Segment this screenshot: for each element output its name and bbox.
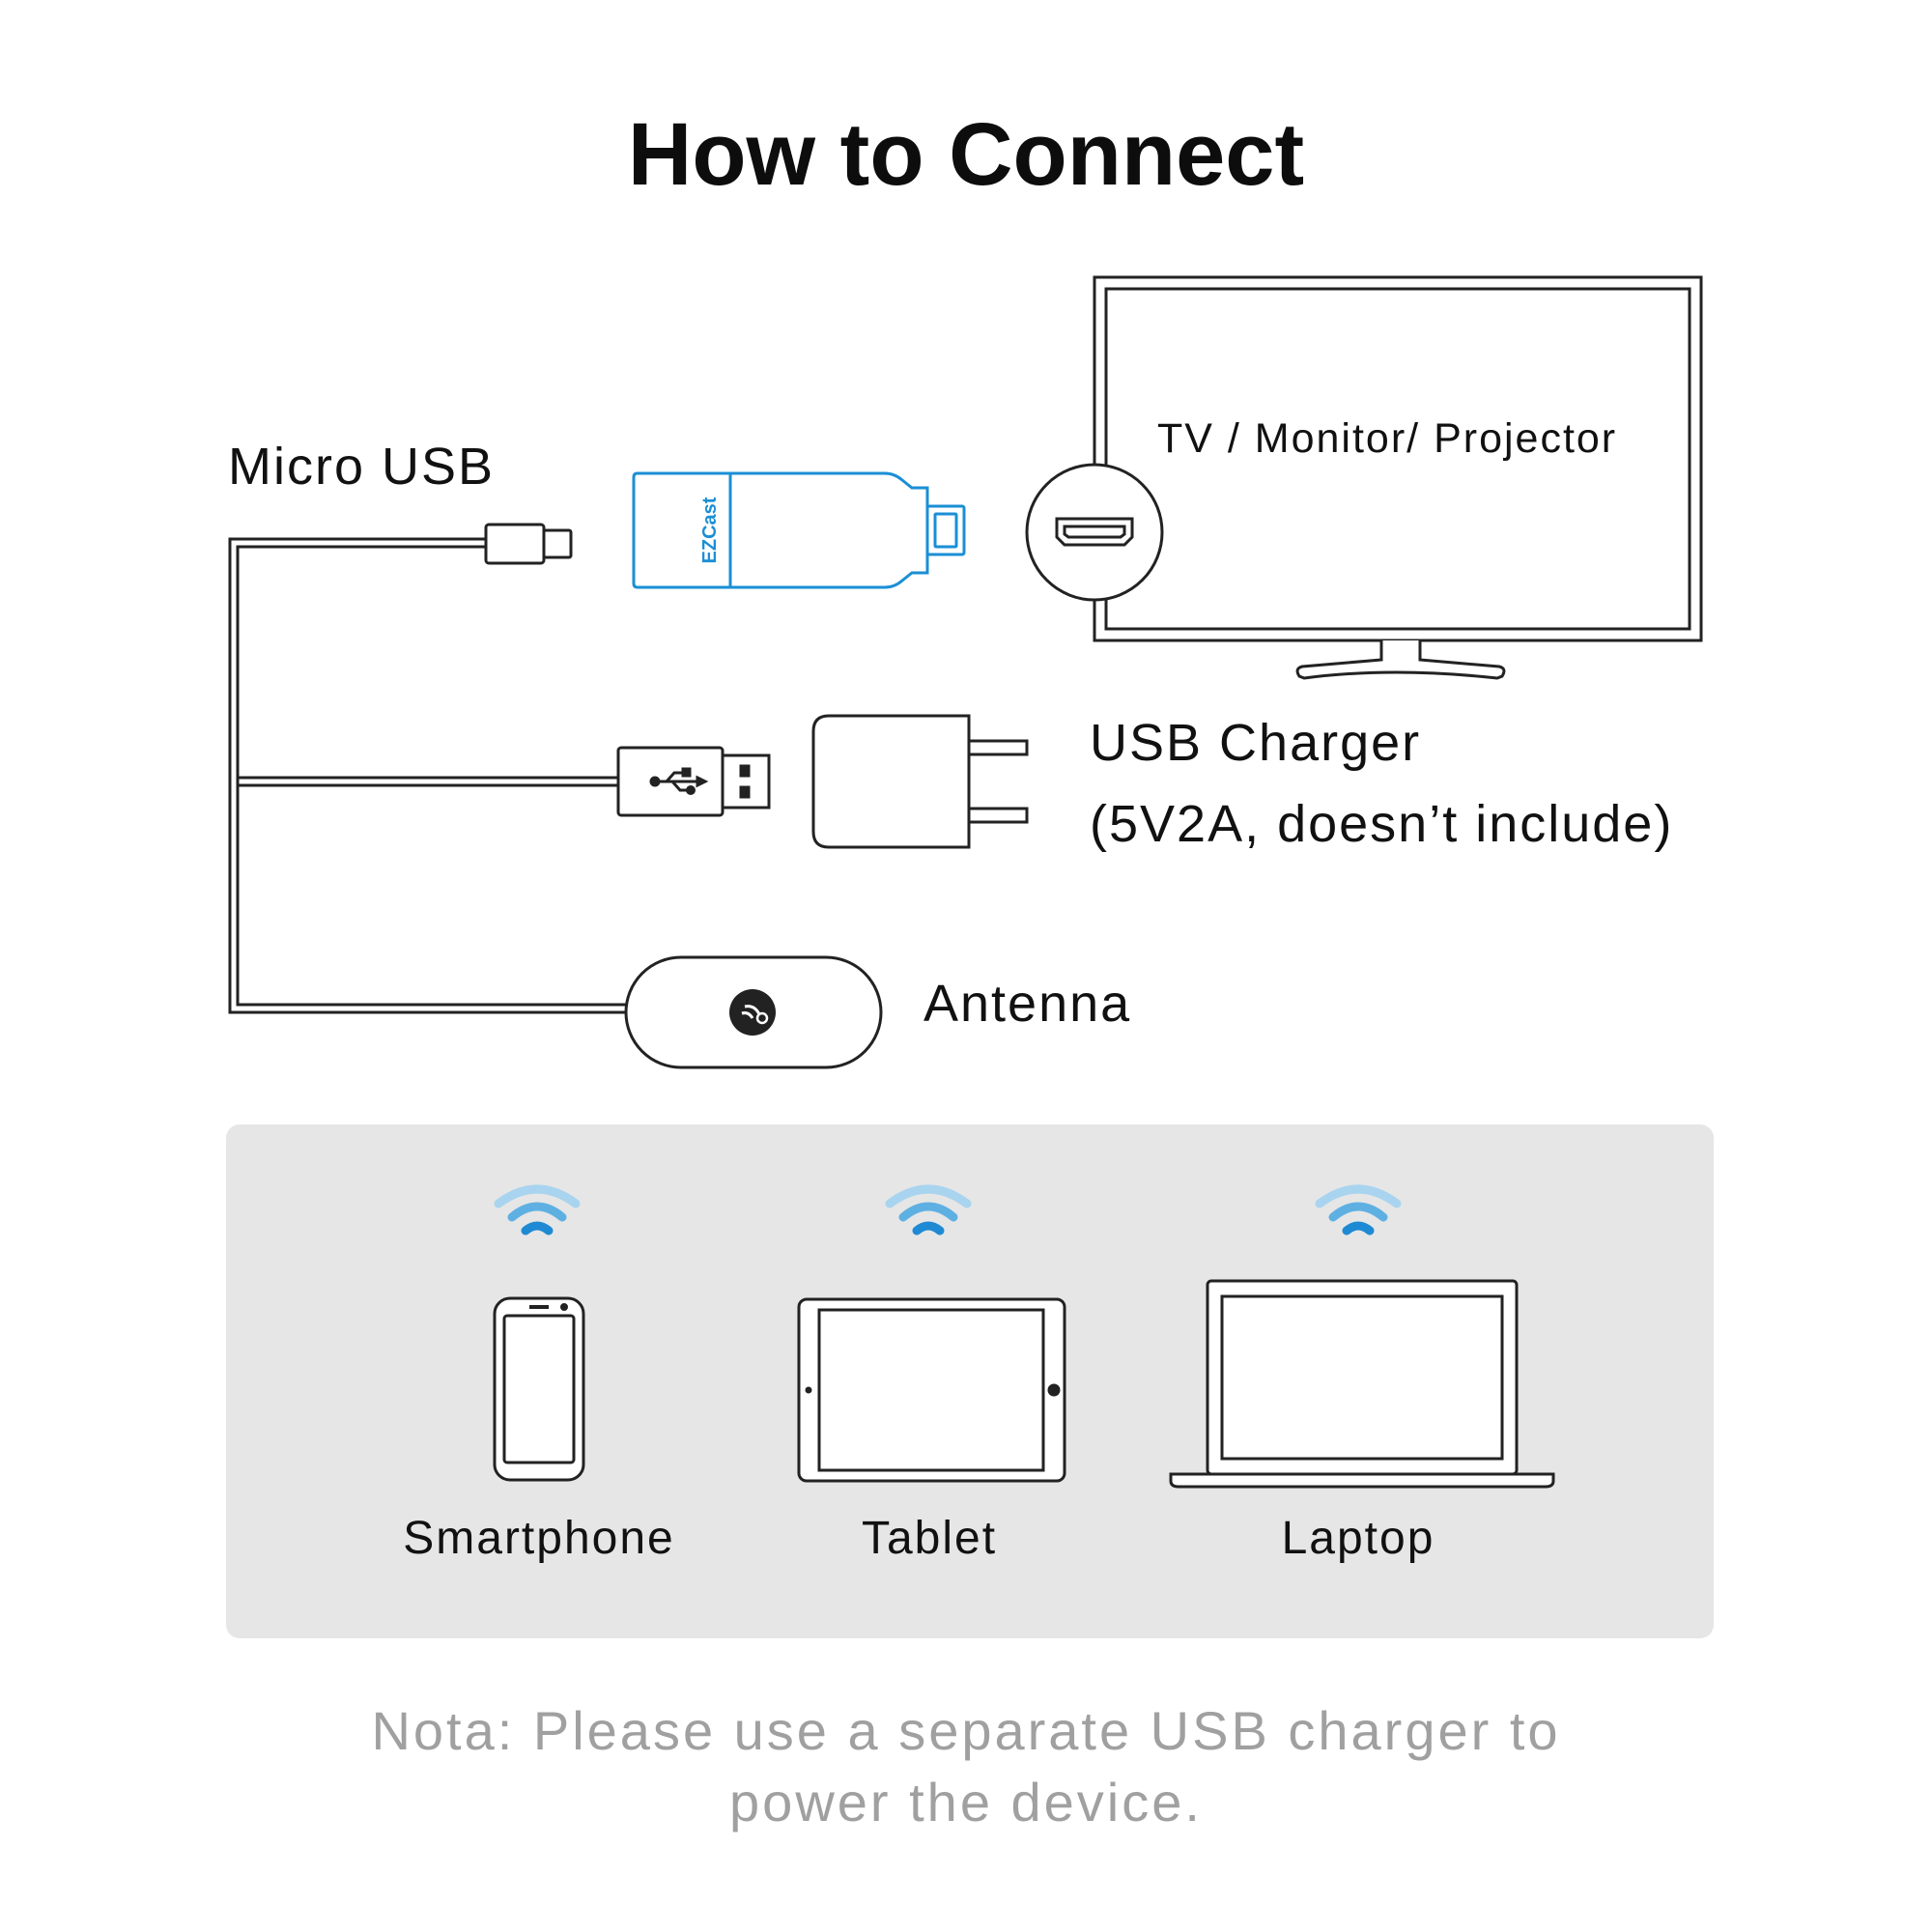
dongle-brand: EZCast <box>699 497 721 563</box>
micro-usb-label: Micro USB <box>228 438 496 496</box>
ezcast-dongle-icon <box>632 471 966 589</box>
antenna-icon <box>624 955 883 1069</box>
tv-icon <box>1093 275 1703 680</box>
smartphone-label: Smartphone <box>403 1513 675 1564</box>
cable-outer <box>228 537 628 1014</box>
tv-label: TV / Monitor/ Projector <box>1157 415 1618 462</box>
page-title: How to Connect <box>627 105 1305 204</box>
charger-label: USB Charger <box>1090 714 1422 772</box>
wifi-icon <box>1315 1184 1402 1236</box>
cable-inner <box>236 545 628 1007</box>
hdmi-port-icon <box>1025 463 1164 602</box>
wifi-icon <box>494 1184 581 1236</box>
micro-usb-plug-icon <box>484 523 573 565</box>
cable <box>228 537 628 1014</box>
note: Nota: Please use a separate USB charger … <box>0 1695 1932 1838</box>
usb-symbol-icon <box>649 767 709 795</box>
wifi-icon <box>885 1184 972 1236</box>
note-line-1: Nota: Please use a separate USB charger … <box>371 1700 1561 1761</box>
usb-charger-icon <box>811 714 1029 849</box>
note-line-2: power the device. <box>729 1772 1203 1833</box>
antenna-label: Antenna <box>923 975 1132 1033</box>
smartphone-icon <box>493 1296 585 1482</box>
tablet-label: Tablet <box>861 1513 998 1564</box>
laptop-label: Laptop <box>1281 1513 1435 1564</box>
tablet-icon <box>797 1297 1066 1483</box>
charger-spec-label: (5V2A, doesn’t include) <box>1090 795 1674 853</box>
laptop-icon <box>1169 1279 1555 1489</box>
